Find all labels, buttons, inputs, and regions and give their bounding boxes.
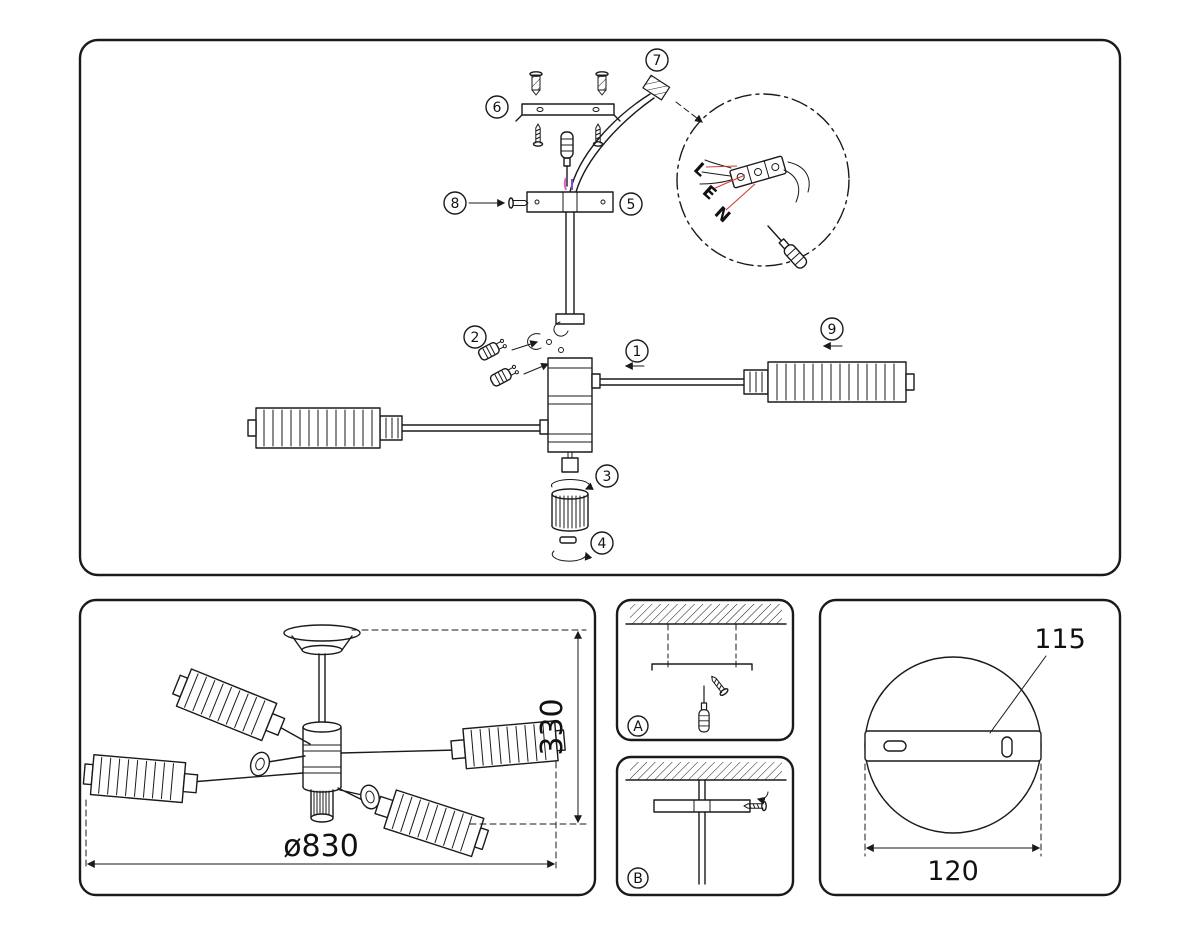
callout-6: 6 — [485, 95, 509, 119]
mounting-bracket-assembly — [515, 71, 621, 147]
overall-view-panel: 330 ø830 — [78, 598, 597, 897]
canopy-side-screw — [468, 197, 529, 209]
plate-leader-line — [989, 655, 1047, 734]
callout-1-label: 1 — [633, 344, 642, 360]
callout-7-label: 7 — [653, 53, 662, 69]
assembled-fixture — [81, 624, 567, 860]
callout-5: 5 — [619, 192, 643, 216]
mounting-bracket — [521, 103, 615, 116]
exploded-view-panel: 6 7 — [78, 38, 1122, 577]
callout-4: 4 — [590, 531, 614, 555]
step-b-label: B — [633, 871, 643, 887]
shade-end-view — [360, 784, 380, 810]
step-b-panel: B — [615, 755, 795, 897]
callout-6-label: 6 — [493, 100, 502, 116]
callout-9-label: 9 — [828, 322, 837, 338]
ribbed-finial-part — [550, 479, 594, 532]
wire-connector — [642, 74, 671, 101]
ceiling-hatch — [630, 762, 782, 780]
wire-mark-pink — [563, 177, 567, 191]
bulb-insert-arrow — [511, 340, 539, 351]
plate-dimension-label: 115 — [1034, 624, 1086, 655]
mounting-plate — [864, 730, 1042, 762]
arm-right — [599, 361, 915, 403]
suspension-rod — [698, 779, 706, 885]
height-dimension-label: 330 — [535, 698, 570, 755]
keyhole-slot-vertical — [1001, 736, 1013, 758]
diameter-dimension: ø830 — [85, 761, 557, 871]
down-rod — [555, 211, 585, 325]
detail-leader-arrow — [675, 101, 703, 123]
step-a-panel: A — [615, 598, 795, 742]
callout-3: 3 — [595, 464, 619, 488]
finial-cap-part — [551, 536, 593, 562]
turn-arrow — [756, 791, 769, 805]
bulb-insert-arrow — [523, 362, 550, 375]
canopy-width-dimension: 120 — [864, 763, 1042, 887]
diameter-dimension-label: ø830 — [283, 829, 359, 864]
canopy-plate — [526, 191, 614, 213]
canopy-width-label: 120 — [927, 856, 979, 887]
callout-2-label: 2 — [471, 330, 480, 346]
lamp-body — [539, 357, 601, 459]
callout-8-label: 8 — [451, 196, 460, 212]
callout-9: 9 — [820, 317, 844, 350]
terminal-wires-out — [783, 161, 810, 203]
callout-7: 7 — [645, 48, 669, 72]
canopy-view-panel: 115 120 — [818, 598, 1122, 897]
exploded-panel-border — [78, 38, 1122, 577]
step-a-label: A — [633, 719, 643, 735]
wire-label-leaders — [705, 165, 756, 211]
shade-end-view — [249, 751, 271, 777]
height-dimension: 330 — [351, 629, 587, 825]
bottom-square-part — [561, 457, 579, 473]
canopy-plate-side — [653, 799, 751, 813]
clip-hardware — [527, 321, 569, 353]
keyhole-slot-horizontal — [883, 740, 907, 752]
bracket-outline — [651, 663, 753, 671]
callout-2: 2 — [463, 325, 487, 349]
step-a-panel-border — [615, 598, 795, 742]
arm-left — [247, 407, 541, 449]
step-a-badge: A — [627, 715, 649, 737]
callout-5-label: 5 — [627, 197, 636, 213]
callout-1: 1 — [624, 339, 649, 370]
ceiling-hatch — [630, 604, 782, 624]
supply-wires — [563, 74, 703, 193]
step-b-badge: B — [627, 867, 649, 889]
callout-4-label: 4 — [598, 536, 607, 552]
callout-8: 8 — [443, 191, 467, 215]
terminal-wires-in — [699, 159, 732, 185]
callout-3-label: 3 — [603, 469, 612, 485]
